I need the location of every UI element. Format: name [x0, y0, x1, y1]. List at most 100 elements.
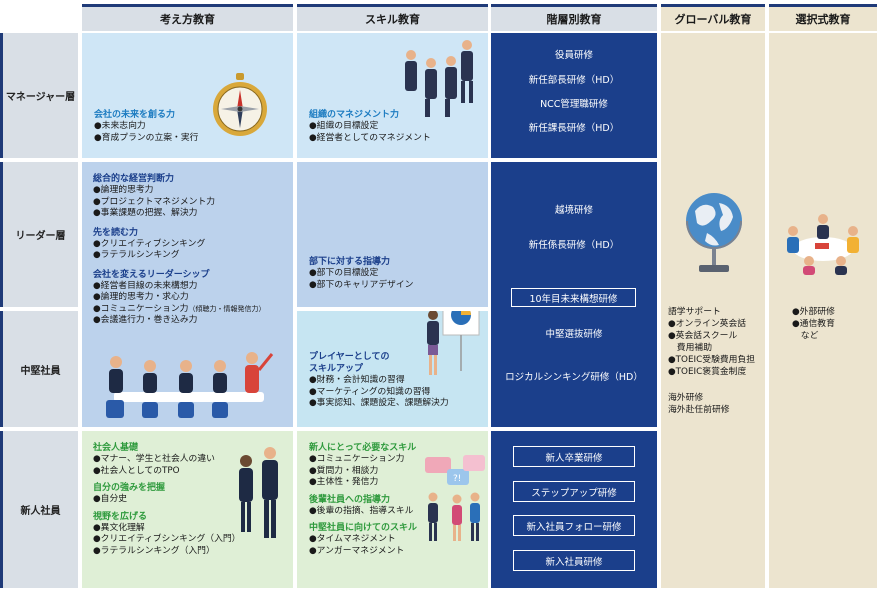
thinking-leader-title2: 先を読む力 [93, 227, 139, 238]
thinking-leader-item-comm: ●コミュニケーション力（傾聴力・情報発信力） [93, 304, 265, 316]
skill-new-item: ●後輩の指摘、指導スキル [309, 505, 414, 516]
elective-cell: ●外部研修 ●通信教育 など [769, 33, 877, 588]
header-tiered-label: 階層別教育 [546, 13, 602, 26]
presentation-icon [427, 311, 480, 375]
tiered-manager-item: 役員研修 [554, 50, 593, 61]
tiered-manager-item: 新任課長研修（HD） [528, 123, 620, 134]
row-label-mid-text: 中堅社員 [20, 365, 61, 377]
global-item: 語学サポート [668, 307, 721, 317]
tiered-new-box: 新入社員フォロー研修 [513, 515, 635, 536]
elective-content: ●外部研修 ●通信教育 など [792, 306, 835, 342]
skill-mid-content: プレイヤーとしての スキルアップ ●財務・会計知識の習得 ●マーケティングの知識… [309, 351, 449, 410]
thinking-leader-item: ●論理的思考力・求心力 [93, 292, 189, 302]
skill-mid-title: プレイヤーとしての スキルアップ [309, 352, 390, 374]
header-tiered: 階層別教育 [491, 4, 657, 31]
skill-new-item: ●コミュニケーション力 [309, 454, 405, 464]
thinking-leader-item: ●ラテラルシンキング [93, 250, 180, 260]
group-study-icon [787, 214, 859, 275]
global-item: 海外研修 [668, 393, 704, 403]
skill-new-item: ●質問力・相談力 [309, 465, 379, 476]
thinking-new-title2: 自分の強みを把握 [93, 483, 166, 493]
compass-icon [213, 73, 267, 136]
skill-new-cell: 新人にとって必要なスキル ●コミュニケーション力 ●質問力・相談力 ●主体性・発… [297, 431, 488, 588]
header-global-label: グローバル教育 [674, 13, 752, 26]
tiered-new-box: 新入社員研修 [513, 550, 635, 571]
thinking-manager-cell: 会社の未来を創る力 ●未来志向力 ●育成プランの立案・実行 [82, 33, 293, 158]
header-elective-label: 選択式教育 [795, 13, 851, 26]
tiered-leader-item: 新任係長研修（HD） [528, 240, 620, 251]
thinking-leader-comm: ●コミュニケーション力 [93, 303, 189, 314]
thinking-leader-content: 総合的な経営判断力 ●論理的思考力 ●プロジェクトマネジメント力 ●事業課題の把… [93, 173, 265, 327]
thinking-leader-item: ●プロジェクトマネジメント力 [93, 196, 216, 207]
header-skill: スキル教育 [297, 4, 488, 31]
thinking-leader-item: ●経営者目線の未来構想力 [93, 280, 198, 291]
skill-new-item: ●タイムマネジメント [309, 534, 396, 544]
thinking-manager-item: ●育成プランの立案・実行 [94, 132, 199, 143]
elective-item: など [792, 331, 819, 341]
skill-new-title2: 後輩社員への指導力 [309, 494, 391, 505]
row-label-manager: マネージャー層 [0, 33, 78, 158]
header-elective: 選択式教育 [769, 4, 877, 31]
thinking-manager-content: 会社の未来を創る力 ●未来志向力 ●育成プランの立案・実行 [94, 109, 198, 144]
global-item: ●英会話スクール [668, 331, 738, 341]
thinking-leader-comm-note: （傾聴力・情報発信力） [188, 304, 266, 313]
thinking-new-item: ●社会人としてのTPO [93, 465, 180, 476]
tiered-new-box: 新人卒業研修 [513, 446, 635, 467]
thinking-leader-item: ●クリエイティブシンキング [93, 238, 206, 249]
row-label-manager-text: マネージャー層 [5, 92, 76, 103]
thinking-leader-title3: 会社を変えるリーダーシップ [93, 269, 210, 280]
business-team-icon [405, 40, 473, 117]
skill-new-item: ●主体性・発信力 [309, 477, 379, 487]
skill-leader-content: 部下に対する指導力 ●部下の目標設定 ●部下のキャリアデザイン [309, 256, 413, 291]
tiered-new-box: ステップアップ研修 [513, 481, 635, 502]
skill-new-item: ●アンガーマネジメント [309, 545, 405, 556]
skill-leader-item: ●部下のキャリアデザイン [309, 279, 414, 290]
thinking-new-title3: 視野を広げる [93, 511, 148, 522]
tiered-manager-item: 新任部長研修（HD） [528, 75, 620, 86]
skill-manager-title: 組織のマネジメント力 [309, 110, 400, 120]
global-item: ●オンライン英会話 [668, 319, 747, 329]
global-content: 語学サポート ●オンライン英会話 ●英会話スクール 費用補助 ●TOEIC受験費… [668, 306, 755, 416]
skill-mid-item: ●マーケティングの知識の習得 [309, 386, 431, 397]
header-thinking: 考え方教育 [82, 4, 293, 31]
thinking-new-item: ●クリエイティブシンキング（入門） [93, 534, 241, 544]
global-item: ●TOEIC褒賞金制度 [668, 367, 747, 377]
skill-new-content: 新人にとって必要なスキル ●コミュニケーション力 ●質問力・相談力 ●主体性・発… [309, 442, 417, 557]
business-people-icon [239, 447, 278, 538]
tiered-manager-cell: 役員研修 新任部長研修（HD） NCC管理職研修 新任課長研修（HD） [491, 33, 657, 158]
row-label-new: 新人社員 [0, 431, 78, 588]
tiered-leader-cell: 越境研修 新任係長研修（HD） 10年目未来構想研修 中堅選抜研修 ロジカルシン… [491, 162, 657, 427]
thinking-new-cell: 社会人基礎 ●マナー、学生と社会人の違い ●社会人としてのTPO 自分の強みを把… [82, 431, 293, 588]
header-global: グローバル教育 [661, 4, 765, 31]
thinking-new-item: ●異文化理解 [93, 522, 145, 533]
tiered-mid-item: 中堅選抜研修 [545, 329, 603, 340]
header-thinking-label: 考え方教育 [160, 13, 215, 26]
thinking-new-title1: 社会人基礎 [93, 443, 139, 453]
thinking-leader-item: ●論理的思考力 [93, 185, 154, 195]
tiered-manager-item: NCC管理職研修 [540, 99, 608, 110]
thinking-new-item: ●ラテラルシンキング（入門） [93, 545, 215, 556]
global-cell: 語学サポート ●オンライン英会話 ●英会話スクール 費用補助 ●TOEIC受験費… [661, 33, 765, 588]
skill-leader-cell: 部下に対する指導力 ●部下の目標設定 ●部下のキャリアデザイン [297, 162, 488, 307]
thinking-leader-item: ●会議進行力・巻き込み力 [93, 315, 198, 325]
global-item: ●TOEIC受験費用負担 [668, 355, 756, 365]
skill-manager-item: ●経営者としてのマネジメント [309, 132, 431, 143]
globe-icon [686, 193, 742, 272]
skill-new-title3: 中堅社員に向けてのスキル [309, 523, 418, 533]
thinking-manager-item: ●未来志向力 [94, 121, 146, 131]
meeting-illustration-icon [106, 352, 274, 418]
thinking-new-item: ●自分史 [93, 494, 128, 504]
speech-bubbles-icon: ?! [425, 455, 485, 541]
tiered-new-cell: 新人卒業研修 ステップアップ研修 新入社員フォロー研修 新入社員研修 [491, 431, 657, 588]
row-label-leader-text: リーダー層 [15, 231, 66, 242]
tiered-leader-item: 越境研修 [554, 205, 593, 216]
row-label-leader: リーダー層 [0, 162, 78, 307]
elective-item: ●外部研修 [792, 307, 835, 317]
row-label-new-text: 新人社員 [20, 506, 61, 517]
skill-mid-item: ●財務・会計知識の習得 [309, 375, 405, 385]
header-skill-label: スキル教育 [365, 13, 420, 26]
skill-leader-title: 部下に対する指導力 [309, 257, 391, 267]
thinking-leader-cell: 総合的な経営判断力 ●論理的思考力 ●プロジェクトマネジメント力 ●事業課題の把… [82, 162, 293, 427]
tiered-mid-box: 10年目未来構想研修 [511, 288, 636, 307]
thinking-leader-item: ●事業課題の把握、解決力 [93, 208, 198, 218]
